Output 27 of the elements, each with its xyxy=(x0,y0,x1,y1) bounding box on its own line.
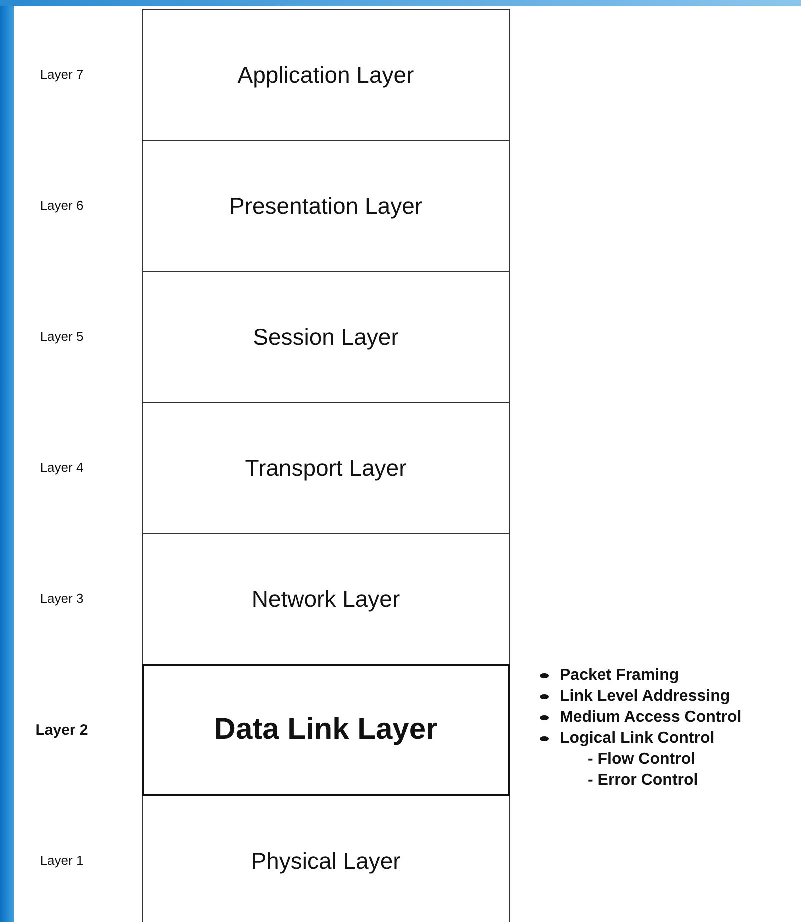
layer-number: Layer 7 xyxy=(39,66,85,82)
layer-number: Layer 5 xyxy=(39,328,85,344)
layer-number: Layer 6 xyxy=(39,198,85,212)
layer-box xyxy=(142,795,510,922)
layer-title: Transport Layer xyxy=(245,454,407,482)
layer-title: Physical Layer xyxy=(251,848,401,874)
sub-feature-item: - Flow Control xyxy=(588,751,696,768)
layer-box xyxy=(142,402,510,534)
layer-box xyxy=(142,664,510,796)
layer-number: Layer 4 xyxy=(39,460,85,474)
layer-box xyxy=(142,140,510,272)
layer-title: Network Layer xyxy=(252,586,400,612)
layer-title: Session Layer xyxy=(253,324,399,350)
feature-item: Packet Framing xyxy=(560,667,680,684)
layer-box xyxy=(142,271,510,403)
feature-item: Medium Access Control xyxy=(560,709,742,726)
layer-title: Application Layer xyxy=(238,62,414,88)
layer-number: Layer 3 xyxy=(39,590,85,606)
layer-title: Presentation Layer xyxy=(229,192,423,220)
feature-item: Link Level Addressing xyxy=(560,688,730,705)
feature-item: Logical Link Control xyxy=(560,730,715,747)
layer-number: Layer 2 xyxy=(34,722,90,738)
layer-box xyxy=(142,9,510,141)
layer-number: Layer 1 xyxy=(39,852,85,868)
sub-feature-item: - Error Control xyxy=(588,772,698,789)
layer-title: Data Link Layer xyxy=(214,713,438,747)
layer-box xyxy=(142,533,510,665)
